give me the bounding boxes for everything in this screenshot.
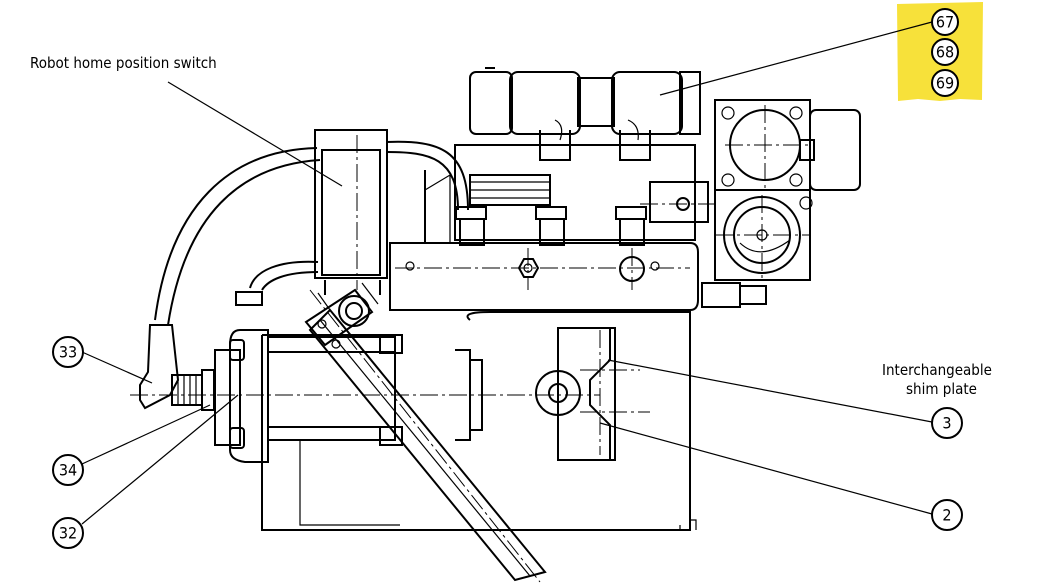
- diagonal-rod: [304, 282, 547, 583]
- callout-34: 34: [52, 454, 84, 486]
- callout-3: 3: [931, 407, 963, 439]
- callout-67-text: 67: [936, 13, 954, 32]
- wedge-block: [455, 327, 650, 461]
- solenoid-coils: [469, 67, 701, 161]
- robot-switch: [314, 129, 388, 295]
- callout-32: 32: [52, 517, 84, 549]
- callout-34-text: 34: [59, 461, 77, 480]
- callout-33-text: 33: [59, 343, 77, 362]
- valve-manifold: [454, 144, 720, 246]
- leader-lines: [81, 21, 933, 525]
- callout-2-text: 2: [942, 506, 951, 525]
- callout-68-text: 68: [936, 43, 954, 62]
- cable: [154, 140, 469, 326]
- callout-32-text: 32: [59, 524, 77, 543]
- callout-2: 2: [931, 499, 963, 531]
- callout-3-text: 3: [942, 414, 951, 433]
- callout-68: 68: [931, 38, 959, 66]
- callout-67: 67: [931, 8, 959, 36]
- shim-plate-label-line2: shim plate: [906, 380, 977, 398]
- gauge-unit: [701, 99, 861, 308]
- robot-switch-label: Robot home position switch: [30, 54, 217, 72]
- callout-69-text: 69: [936, 74, 954, 93]
- shim-plate-label-line1: Interchangeable: [882, 361, 992, 379]
- housing: [261, 311, 697, 531]
- callout-69: 69: [931, 69, 959, 97]
- callout-33: 33: [52, 336, 84, 368]
